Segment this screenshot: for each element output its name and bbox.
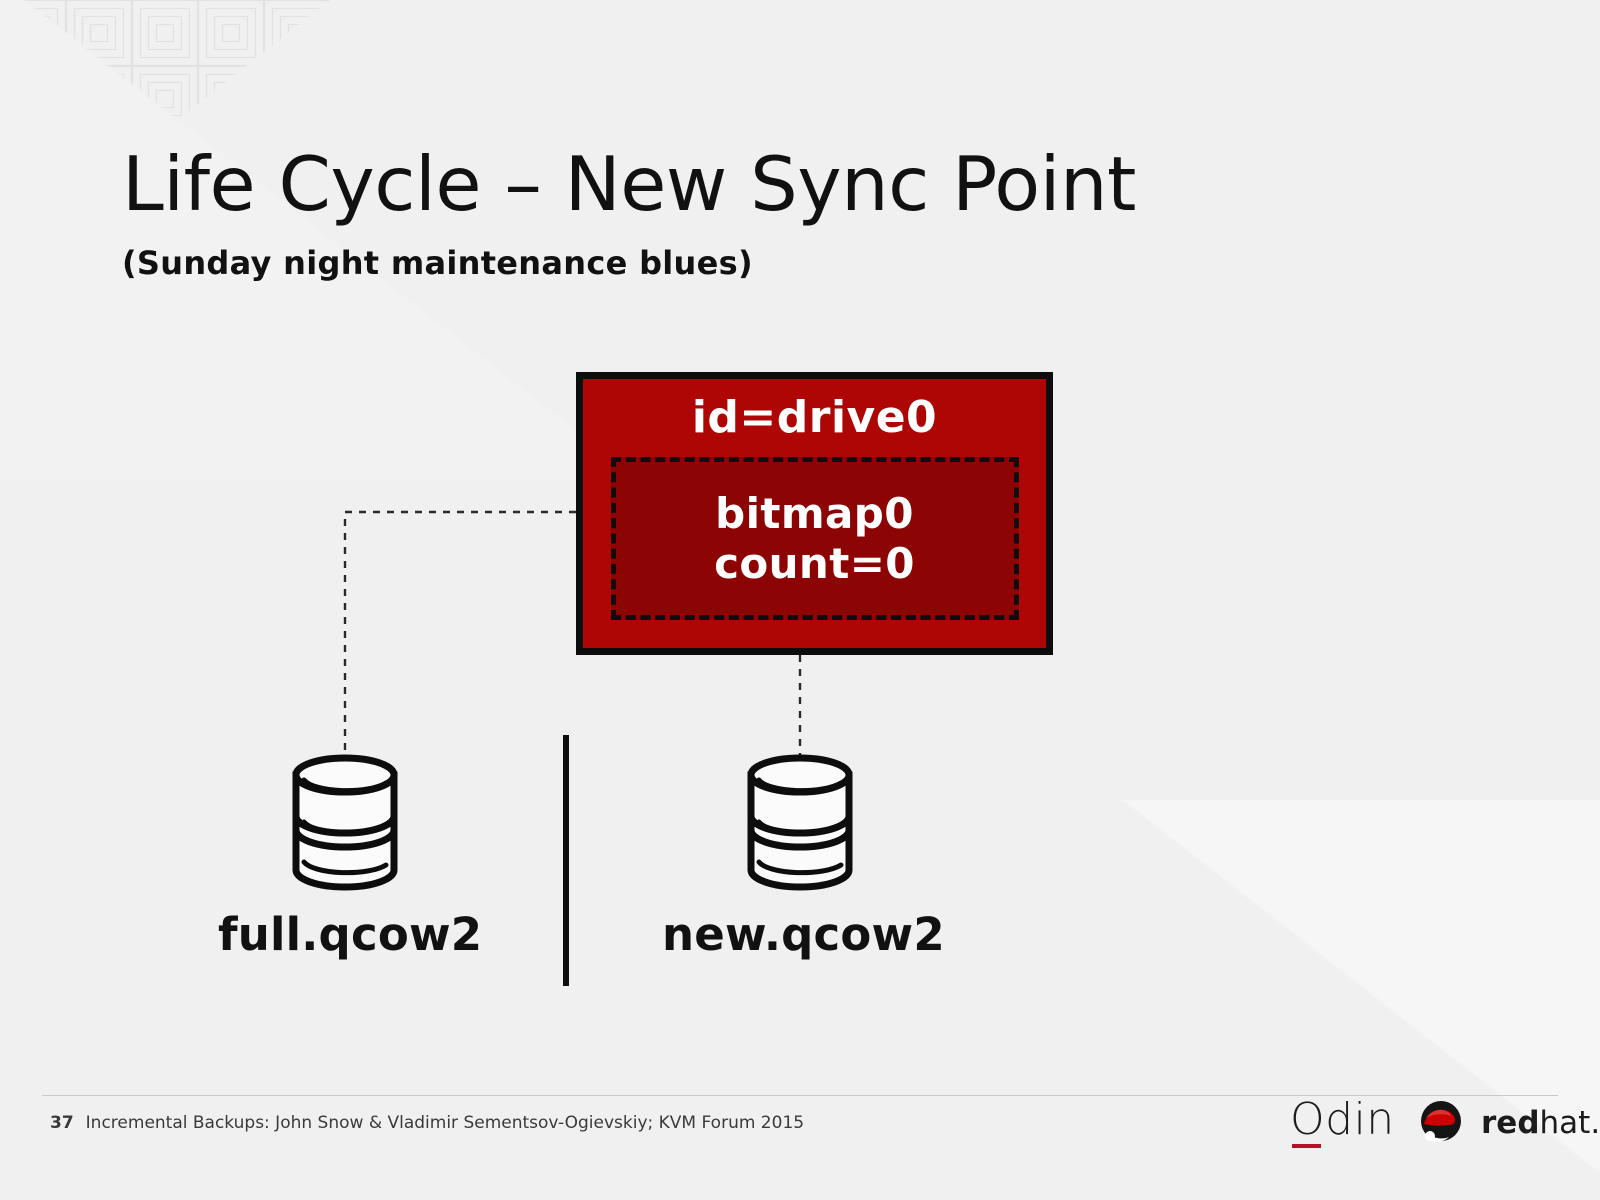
footer: 37 Incremental Backups: John Snow & Vlad… xyxy=(50,1113,804,1133)
disk-label-full: full.qcow2 xyxy=(218,908,483,961)
odin-logo-accent-bar xyxy=(1292,1144,1321,1148)
disk-label-new: new.qcow2 xyxy=(662,908,945,961)
redhat-logo-text: redhat. xyxy=(1481,1104,1600,1141)
page-number: 37 xyxy=(50,1113,74,1133)
drive-id-label: id=drive0 xyxy=(691,392,938,443)
page-title: Life Cycle – New Sync Point xyxy=(122,140,1136,228)
footer-caption: Incremental Backups: John Snow & Vladimi… xyxy=(85,1113,805,1133)
odin-logo: Odin xyxy=(1290,1098,1402,1156)
odin-logo-text: Odin xyxy=(1290,1094,1395,1145)
redhat-logo-text-bold: red xyxy=(1481,1104,1540,1141)
page-subtitle: (Sunday night maintenance blues) xyxy=(122,244,753,282)
diagonal-highlight-top-left xyxy=(0,0,620,480)
database-cylinder-icon-full xyxy=(292,754,398,891)
bitmap-box: bitmap0 count=0 xyxy=(610,457,1019,621)
redhat-logo: redhat. xyxy=(1410,1100,1600,1146)
bitmap-count-label: count=0 xyxy=(714,538,915,588)
redhat-shadowman-icon xyxy=(1421,1101,1461,1142)
drive-box: id=drive0 bitmap0 count=0 xyxy=(576,372,1053,655)
redhat-logo-text-light: hat. xyxy=(1539,1104,1600,1141)
database-cylinder-icon-new xyxy=(747,754,853,891)
footer-divider xyxy=(42,1095,1558,1096)
bitmap-name-label: bitmap0 xyxy=(715,489,914,539)
drive-to-full-connector xyxy=(343,510,576,768)
